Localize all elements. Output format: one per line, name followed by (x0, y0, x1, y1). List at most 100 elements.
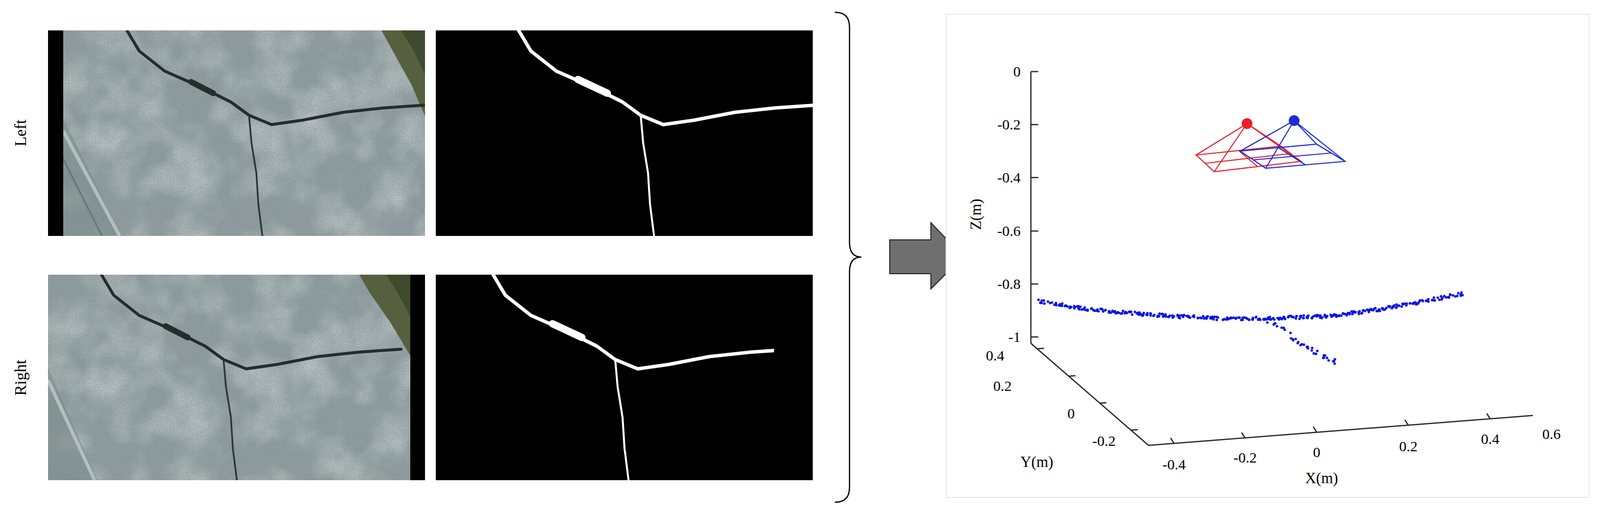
cloud-point (1315, 314, 1319, 318)
y-tick-label: 0.2 (993, 378, 1012, 394)
cloud-point (1078, 305, 1082, 308)
x-tick-label: 0.4 (1480, 431, 1500, 447)
cloud-point (1100, 307, 1104, 310)
row-label: Right (12, 359, 29, 396)
cloud-point (1050, 300, 1054, 304)
x-tick-label: 0.6 (1542, 426, 1561, 442)
cloud-point (1226, 317, 1230, 321)
cloud-point (1334, 313, 1338, 317)
cloud-point (1196, 316, 1200, 320)
x-tick-label: 0.2 (1399, 438, 1418, 454)
cloud-point (1046, 300, 1050, 303)
right-crack-mask (435, 274, 819, 483)
cloud-point (1325, 314, 1329, 318)
z-tick-label: -0.8 (997, 276, 1022, 292)
cloud-point (1149, 311, 1152, 315)
cloud-point (1043, 301, 1046, 305)
cloud-point (1080, 307, 1083, 311)
cloud-point (1374, 306, 1377, 310)
cloud-point (1425, 299, 1428, 302)
cloud-point (1286, 315, 1290, 319)
cloud-point (1325, 356, 1328, 359)
cloud-point (1456, 291, 1460, 295)
cloud-point (1353, 310, 1357, 314)
x-tick-label: -0.2 (1233, 450, 1257, 465)
cloud-point (1393, 303, 1396, 307)
right-photo (48, 274, 425, 480)
cloud-point (1086, 309, 1089, 312)
cloud-point (1130, 313, 1134, 316)
cloud-point (1077, 307, 1081, 311)
cloud-point (1234, 316, 1238, 320)
cloud-point (1348, 312, 1351, 316)
z-tick-label: -0.4 (997, 170, 1022, 185)
cloud-point (1296, 341, 1300, 345)
cloud-point (1272, 316, 1275, 320)
cloud-point (1426, 300, 1430, 303)
cloud-point (1125, 311, 1128, 315)
cloud-point (1372, 308, 1375, 312)
cloud-point (1405, 302, 1408, 305)
cloud-point (1196, 316, 1200, 320)
axis-label: Y(m) (1020, 453, 1053, 470)
cloud-point (1291, 338, 1295, 342)
cloud-point (1209, 316, 1212, 320)
cloud-point (1121, 309, 1125, 312)
cloud-point (1451, 294, 1454, 297)
left-camera (1196, 118, 1301, 172)
cloud-point (1432, 296, 1436, 299)
cloud-point (1037, 298, 1040, 301)
cloud-point (1206, 314, 1209, 318)
cloud-point (1043, 301, 1046, 305)
cloud-point (1319, 314, 1322, 317)
cloud-point (1103, 308, 1107, 312)
point-cloud (1037, 291, 1464, 365)
cloud-point (1213, 315, 1216, 318)
cloud-point (1398, 304, 1401, 307)
cloud-point (1283, 328, 1286, 331)
cloud-point (1280, 325, 1283, 329)
cloud-point (1146, 311, 1149, 315)
cloud-point (1172, 314, 1175, 318)
z-tick-label: -0.2 (997, 117, 1022, 132)
cloud-point (1377, 307, 1381, 311)
cloud-point (1117, 311, 1121, 314)
cloud-point (1449, 293, 1452, 297)
cloud-point (1158, 312, 1161, 315)
cloud-point (1275, 324, 1278, 327)
cloud-point (1292, 315, 1295, 319)
cloud-point (1054, 301, 1058, 304)
cloud-point (1321, 315, 1324, 319)
cloud-point (1307, 314, 1310, 317)
cloud-point (1294, 337, 1298, 340)
cloud-point (1367, 310, 1371, 313)
cloud-point (1331, 359, 1335, 363)
cloud-point (1182, 313, 1186, 317)
z-tick-label: -0.6 (997, 223, 1022, 239)
cloud-point (1327, 358, 1330, 362)
cloud-point (1375, 309, 1378, 313)
cloud-point (1301, 316, 1305, 320)
cloud-point (1333, 357, 1337, 361)
cloud-point (1310, 346, 1314, 350)
cloud-point (1408, 301, 1412, 305)
cloud-point (1314, 352, 1318, 355)
cloud-point (1455, 294, 1459, 298)
cloud-point (1248, 318, 1251, 321)
cloud-point (1299, 315, 1302, 319)
cloud-point (1426, 297, 1430, 300)
cloud-point (1305, 316, 1309, 320)
y-tick-label: 0 (1067, 405, 1075, 421)
axis-label: Z(m) (968, 198, 984, 230)
cloud-point (1369, 307, 1373, 310)
row-label: Left (12, 119, 29, 147)
cloud-point (1436, 296, 1439, 299)
axis-label: X(m) (1304, 470, 1338, 486)
cloud-point (1248, 318, 1251, 321)
cloud-point (1152, 313, 1156, 316)
cloud-point (1443, 294, 1446, 298)
cloud-point (1310, 349, 1313, 352)
cloud-point (1416, 301, 1420, 305)
cloud-point (1323, 313, 1326, 316)
